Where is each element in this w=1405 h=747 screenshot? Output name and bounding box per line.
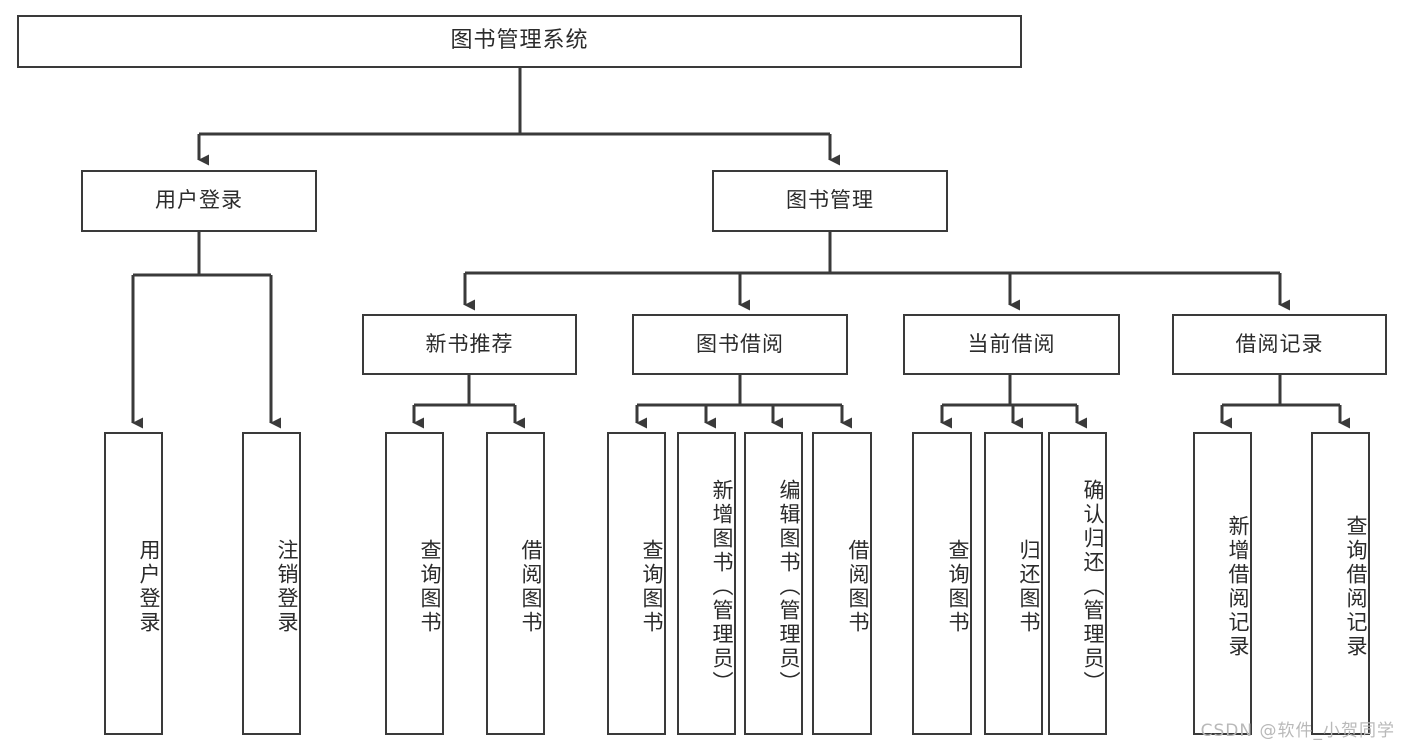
csdn-watermark: CSDN @软件_小贺同学 [1200, 721, 1395, 741]
node-book-management[interactable]: 图书管理 [712, 170, 948, 232]
node-book-borrow[interactable]: 图书借阅 [632, 314, 848, 375]
leaf-query-book-recommend[interactable]: 查询图书 [385, 432, 444, 735]
node-new-book-recommendation[interactable]: 新书推荐 [362, 314, 577, 375]
node-user-login[interactable]: 用户登录 [81, 170, 317, 232]
leaf-confirm-return-admin[interactable]: 确认归还（管理员） [1048, 432, 1107, 735]
leaf-logout[interactable]: 注销登录 [242, 432, 301, 735]
leaf-return-book[interactable]: 归还图书 [984, 432, 1043, 735]
node-root-library-management-system[interactable]: 图书管理系统 [17, 15, 1022, 68]
leaf-query-book-current[interactable]: 查询图书 [912, 432, 972, 735]
leaf-borrow-book[interactable]: 借阅图书 [812, 432, 872, 735]
leaf-user-login[interactable]: 用户登录 [104, 432, 163, 735]
leaf-edit-book-admin[interactable]: 编辑图书（管理员） [744, 432, 803, 735]
node-current-borrow[interactable]: 当前借阅 [903, 314, 1120, 375]
leaf-add-borrow-record[interactable]: 新增借阅记录 [1193, 432, 1252, 735]
node-borrow-record[interactable]: 借阅记录 [1172, 314, 1387, 375]
leaf-borrow-book-recommend[interactable]: 借阅图书 [486, 432, 545, 735]
leaf-query-borrow-record[interactable]: 查询借阅记录 [1311, 432, 1370, 735]
leaf-query-book-borrow[interactable]: 查询图书 [607, 432, 666, 735]
leaf-add-book-admin[interactable]: 新增图书（管理员） [677, 432, 736, 735]
